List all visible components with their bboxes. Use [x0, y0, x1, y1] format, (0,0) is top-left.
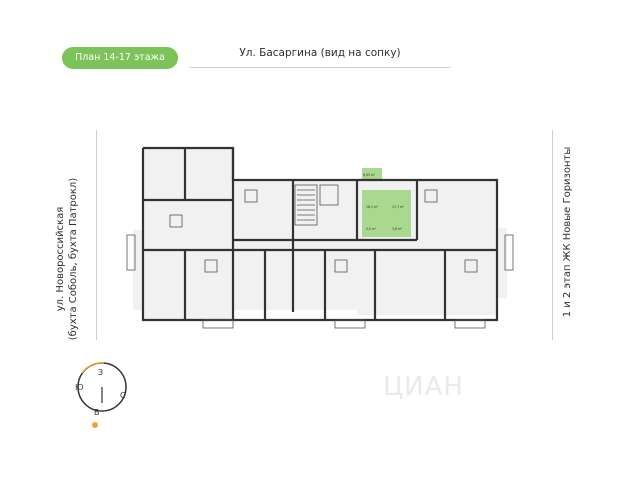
street-top-line [190, 67, 450, 68]
floor-plan-badge: План 14-17 этажа [62, 47, 178, 69]
area-label-balcony: 6,65 м² [363, 173, 376, 177]
street-top-label: Ул. Басаргина (вид на сопку) [239, 47, 401, 59]
floor-plan: 6,65 м² 18,2 м² 11,7 м² 5,0 м² 3,8 м² [126, 146, 514, 329]
area-label-hall: 3,8 м² [392, 227, 402, 231]
compass-south: В [94, 408, 100, 417]
highlighted-balcony [362, 168, 382, 180]
street-left-line1: ул. Новороссийская [55, 206, 66, 312]
area-label-bath: 5,0 м² [366, 227, 376, 231]
compass-north: З [98, 368, 103, 377]
street-right-line [552, 130, 553, 340]
street-left-line2: (бухта Соболь, бухта Патрокл) [68, 177, 79, 341]
compass-arc [81, 362, 105, 374]
compass-east: С [120, 391, 126, 400]
area-label-kitchen: 11,7 м² [392, 205, 405, 209]
street-left-line [96, 130, 97, 340]
area-label-room: 18,2 м² [366, 205, 379, 209]
compass: З С В Ю [75, 362, 127, 428]
sun-icon [92, 422, 98, 428]
highlighted-apartment [362, 190, 411, 237]
street-right-label: 1 и 2 этап ЖК Новые Горизонты [562, 146, 573, 318]
compass-west: Ю [75, 383, 84, 392]
watermark: ЦИАН [383, 372, 464, 402]
street-left-label: ул. Новороссийская (бухта Соболь, бухта … [54, 159, 82, 359]
